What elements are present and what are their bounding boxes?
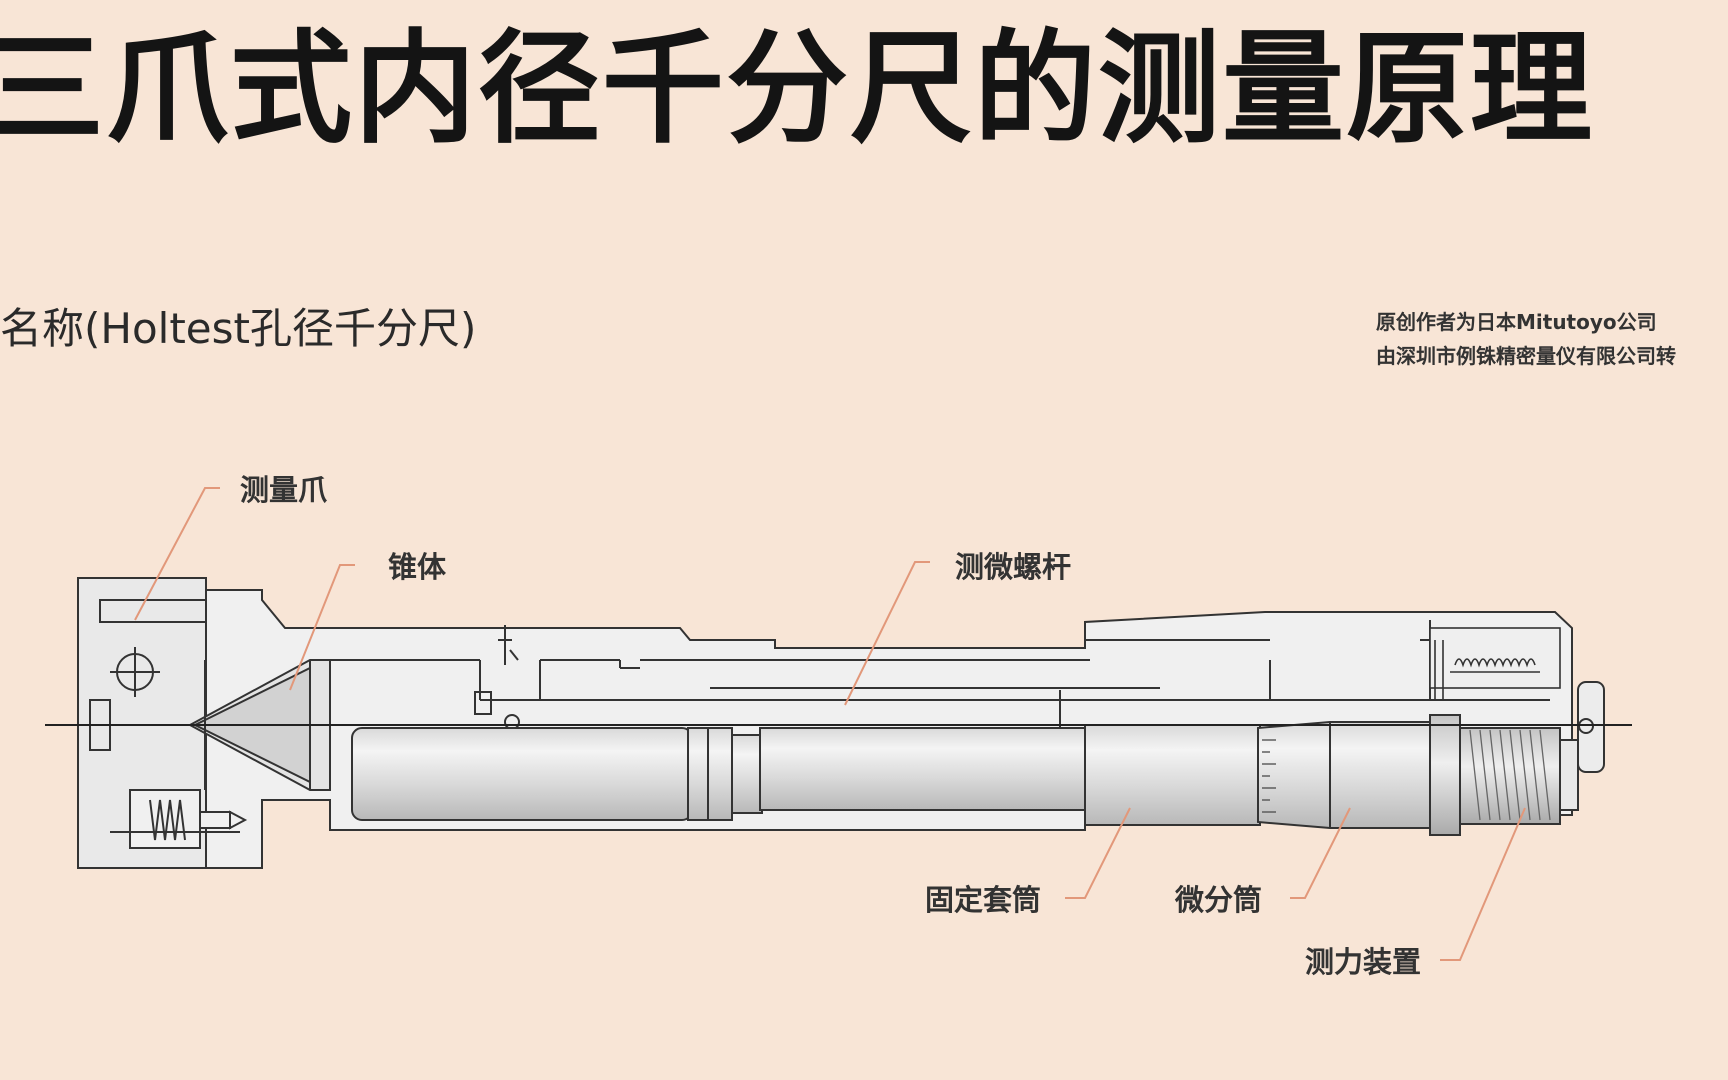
diagram-subtitle: 名称(Holtest孔径千分尺) xyxy=(0,304,477,353)
jaw-spring xyxy=(110,789,248,849)
ratchet-spring xyxy=(1429,627,1561,700)
inner-bore-lines xyxy=(330,620,1555,730)
spindle-rod xyxy=(351,727,1091,821)
ratchet-knob xyxy=(1429,681,1605,836)
label-fixed-sleeve: 固定套筒 xyxy=(925,883,1041,917)
jaw-pivot-mark xyxy=(110,647,160,697)
label-measuring-jaw: 测量爪 xyxy=(240,473,328,507)
leader-lines xyxy=(134,487,1526,961)
label-ratchet: 测力装置 xyxy=(1305,945,1421,979)
thimble-body xyxy=(1257,721,1431,829)
label-cone: 锥体 xyxy=(388,550,447,584)
credit-note: 原创作者为日本Mitutoyo公司 由深圳市例铢精密量仪有限公司转 xyxy=(1376,305,1676,373)
thimble-scale-ticks xyxy=(1262,739,1276,813)
label-thimble: 微分筒 xyxy=(1174,883,1262,917)
label-micrometer-spindle: 测微螺杆 xyxy=(955,550,1071,584)
page-title: 三爪式内径千分尺的测量原理 xyxy=(0,18,1594,160)
credit-line-1: 原创作者为日本Mitutoyo公司 xyxy=(1376,310,1657,334)
credit-line-2: 由深圳市例铢精密量仪有限公司转 xyxy=(1376,344,1676,368)
